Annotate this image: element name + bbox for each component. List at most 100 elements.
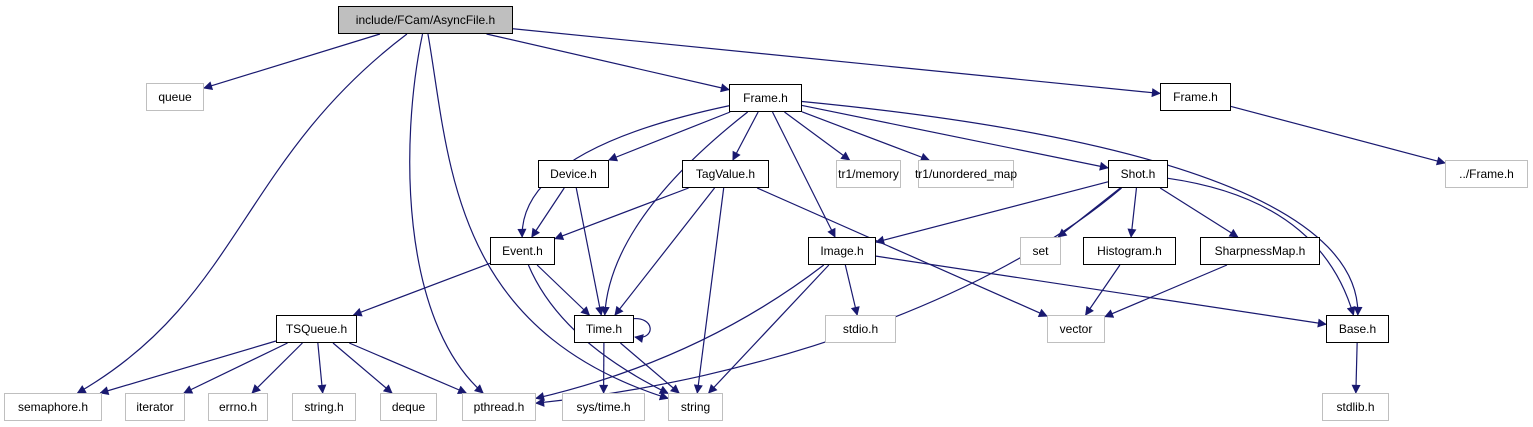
edge-sharpness-to-vector [1104,264,1228,318]
edge-tsqueue-to-semaphore [99,340,277,396]
edge-asyncfile-to-semaphore [76,33,408,394]
edge-time-to-string [620,342,680,394]
edge-asyncfile-to-string [427,33,669,401]
node-label: Event.h [502,244,543,258]
edge-tagvalue-to-event [554,187,689,241]
node-device[interactable]: Device.h [538,160,609,188]
edges-layer [76,28,1446,407]
node-label: stdio.h [842,322,879,336]
edge-image-to-pthread [535,264,825,401]
node-label: TSQueue.h [285,322,348,336]
node-label: queue [158,90,192,104]
node-sys-time: sys/time.h [562,393,645,421]
edge-tsqueue-to-deque [332,342,393,394]
edge-tsqueue-to-errno [251,342,303,394]
edge-base-to-stdlib [1351,342,1361,394]
edge-frame-to-device [608,111,731,162]
edge-image-to-string [708,264,830,394]
edge-frame-to-shot [801,104,1109,171]
node-label: Time.h [585,322,623,336]
node-frame[interactable]: Frame.h [729,84,802,112]
edge-frame-to-time [600,111,749,316]
node-label: vector [1059,322,1093,336]
edge-shot-to-base [1167,177,1356,316]
node-string: string [668,393,723,421]
node-iterator: iterator [125,393,185,421]
node-stdio: stdio.h [825,315,896,343]
node-label: SharpnessMap.h [1214,244,1306,258]
node-label: tr1/unordered_map [914,167,1018,181]
node-label: tr1/memory [838,167,899,181]
node-label: Histogram.h [1097,244,1162,258]
node-label: stdlib.h [1336,400,1375,414]
node-label: Device.h [550,167,597,181]
node-label: Frame.h [1173,90,1218,104]
node-tr1-unordered-map: tr1/unordered_map [914,160,1018,188]
edge-tsqueue-to-iterator [183,342,288,394]
node-histogram[interactable]: Histogram.h [1083,237,1176,265]
node-set: set [1020,237,1061,265]
edge-shot-to-image [875,181,1109,245]
edge-tagvalue-to-time [614,187,715,316]
node-label: Image.h [820,244,864,258]
node-tsqueue[interactable]: TSQueue.h [276,315,357,343]
node-label: set [1032,244,1049,258]
edge-asyncfile-to-queue [203,33,381,91]
node-asyncfile[interactable]: include/FCam/AsyncFile.h [338,6,513,34]
edge-frame-to-base [801,100,1363,316]
node-label: Shot.h [1120,167,1156,181]
edge-time-to-time [629,318,651,343]
edge-histogram-to-vector [1085,264,1121,316]
node-relative-frame: ../Frame.h [1445,160,1528,188]
node-label: include/FCam/AsyncFile.h [355,13,496,27]
node-pthread: pthread.h [462,393,536,421]
node-label: semaphore.h [17,400,89,414]
edge-asyncfile-to-frame2 [512,28,1161,98]
edge-image-to-base [875,255,1327,328]
node-label: Base.h [1338,322,1377,336]
node-time[interactable]: Time.h [574,315,634,343]
node-errno: errno.h [208,393,268,421]
node-tagvalue[interactable]: TagValue.h [682,160,769,188]
node-base[interactable]: Base.h [1326,315,1389,343]
node-semaphore: semaphore.h [4,393,102,421]
node-label: errno.h [218,400,258,414]
node-label: sys/time.h [576,400,631,414]
edge-tagvalue-to-vector [756,187,1048,318]
node-vector: vector [1047,315,1105,343]
edge-frame-to-tagvalue [732,111,759,161]
node-label: iterator [136,400,174,414]
node-label: TagValue.h [695,167,756,181]
edge-asyncfile-to-frame [486,33,730,93]
node-label: pthread.h [473,400,525,414]
edge-frame2-to-relframe [1230,105,1446,166]
edge-frame-to-image [771,111,836,238]
node-label: Frame.h [743,91,788,105]
edge-device-to-event [531,187,565,238]
edge-tsqueue-to-stringh [317,342,327,394]
node-label: string.h [304,400,344,414]
edge-tagvalue-to-string [693,187,725,394]
node-event[interactable]: Event.h [490,237,555,265]
node-stdlib: stdlib.h [1322,393,1389,421]
node-image[interactable]: Image.h [808,237,876,265]
edge-tsqueue-to-pthread [349,342,468,394]
edge-shot-to-set [1057,187,1121,238]
node-shot[interactable]: Shot.h [1108,160,1168,188]
node-label: ../Frame.h [1459,167,1514,181]
node-tr1-memory: tr1/memory [836,160,901,188]
edge-shot-to-histogram [1127,187,1138,238]
node-frame-secondary[interactable]: Frame.h [1160,83,1231,111]
node-label: deque [391,400,426,414]
edge-device-to-time [575,187,605,316]
edge-event-to-time [536,264,591,316]
node-string-h: string.h [292,393,356,421]
node-sharpnessmap[interactable]: SharpnessMap.h [1200,237,1320,265]
node-deque: deque [380,393,437,421]
edge-event-to-tsqueue [352,262,491,317]
edge-shot-to-sharpness [1159,187,1239,238]
node-queue: queue [146,83,204,111]
node-label: string [680,400,711,414]
edge-asyncfile-to-pthread [409,33,484,394]
